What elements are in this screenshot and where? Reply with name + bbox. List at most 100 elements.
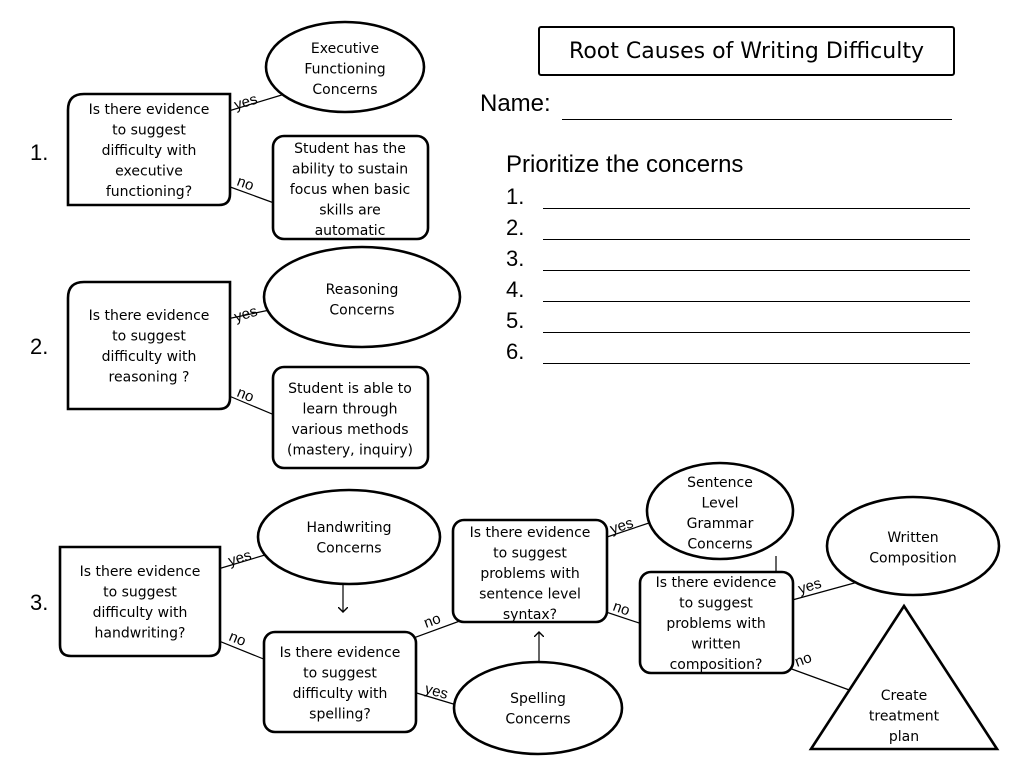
node-text-line: Student has the [294,141,406,157]
node-text-line: Is there evidence [280,645,401,661]
section-number: 2. [30,334,48,359]
node-text-line: learn through [303,402,398,418]
node-text-line: Reasoning [326,282,399,298]
node-text-line: executive [115,164,183,180]
edge-labels: yes no yes no yes no yes no yes no yes n… [226,91,823,703]
node-text-line: Is there evidence [656,575,777,591]
node-text-line: problems with [480,566,579,582]
node-text-line: (mastery, inquiry) [287,443,413,459]
node-text-line: Concerns [312,82,377,98]
node-text-line: syntax? [503,607,557,623]
edge-label-yes: yes [796,575,823,598]
node-text-line: to suggest [679,596,753,612]
node-text-line: skills are [319,203,380,219]
edge-label-no: no [793,649,814,671]
priority-list: 1. 2. 3. 4. 5. 6. [506,184,971,370]
edge-label-no: no [235,384,257,406]
node-text-line: difficulty with [102,349,197,365]
node-text-line: difficulty with [102,143,197,159]
node-text-line: to suggest [112,329,186,345]
node-text-line: Is there evidence [89,102,210,118]
node-text-line: Executive [311,41,379,57]
node-text-line: Level [702,496,739,512]
node-text-line: to suggest [112,123,186,139]
edge-label-no: no [227,628,249,650]
name-label: Name: [480,90,551,117]
priority-blank-line[interactable] [543,270,970,271]
priority-number: 2. [506,215,525,240]
node-text-line: handwriting? [95,626,186,642]
priority-blank-line[interactable] [543,363,970,364]
priority-number: 6. [506,339,525,364]
priority-number: 5. [506,308,525,333]
priority-item: 1. [506,184,971,215]
node-text-line: Sentence [687,475,753,491]
node-text-line: difficulty with [293,686,388,702]
node-text-line: Concerns [505,712,570,728]
priority-number: 1. [506,184,525,209]
edge-label-yes: yes [226,547,253,570]
priority-blank-line[interactable] [543,239,970,240]
node-text-line: Spelling [510,691,566,707]
prioritize-heading: Prioritize the concerns [506,151,744,178]
name-row: Name: [480,90,980,122]
priority-item: 3. [506,246,971,277]
priority-number: 4. [506,277,525,302]
node-text-line: problems with [666,616,765,632]
node-text-line: Grammar [687,516,754,532]
node-text-line: composition? [670,657,763,673]
section-number: 1. [30,140,48,165]
node-text-line: to suggest [103,585,177,601]
name-blank-line[interactable] [562,119,952,120]
edge-label-yes: yes [232,303,259,326]
node-text-line: Student is able to [288,381,412,397]
node-q-composition: Is there evidence to suggest problems with… [638,570,795,675]
node-text-line: functioning? [106,184,192,200]
edge-label-no: no [611,598,632,620]
priority-item: 6. [506,339,971,370]
node-text-line: to suggest [493,546,567,562]
section-number: 3. [30,590,48,615]
node-text-line: written [691,637,741,653]
edge-label-yes: yes [423,680,450,702]
node-text-line: Written [887,530,938,546]
priority-blank-line[interactable] [543,301,970,302]
node-text-line: focus when basic [290,182,410,198]
priority-item: 4. [506,277,971,308]
title-box: Root Causes of Writing Difficulty [538,26,955,76]
node-text-line: Composition [869,551,956,567]
priority-blank-line[interactable] [543,208,970,209]
node-text-line: Functioning [304,62,385,78]
node-text-line: Concerns [687,537,752,553]
node-text-line: plan [889,729,919,745]
node-text-line: sentence level [479,587,581,603]
node-text-line: Concerns [316,541,381,557]
node-text-line: automatic [315,223,386,239]
node-text-line: spelling? [309,707,371,723]
edge-label-yes: yes [608,514,635,537]
priority-blank-line[interactable] [543,332,970,333]
priority-item: 5. [506,308,971,339]
